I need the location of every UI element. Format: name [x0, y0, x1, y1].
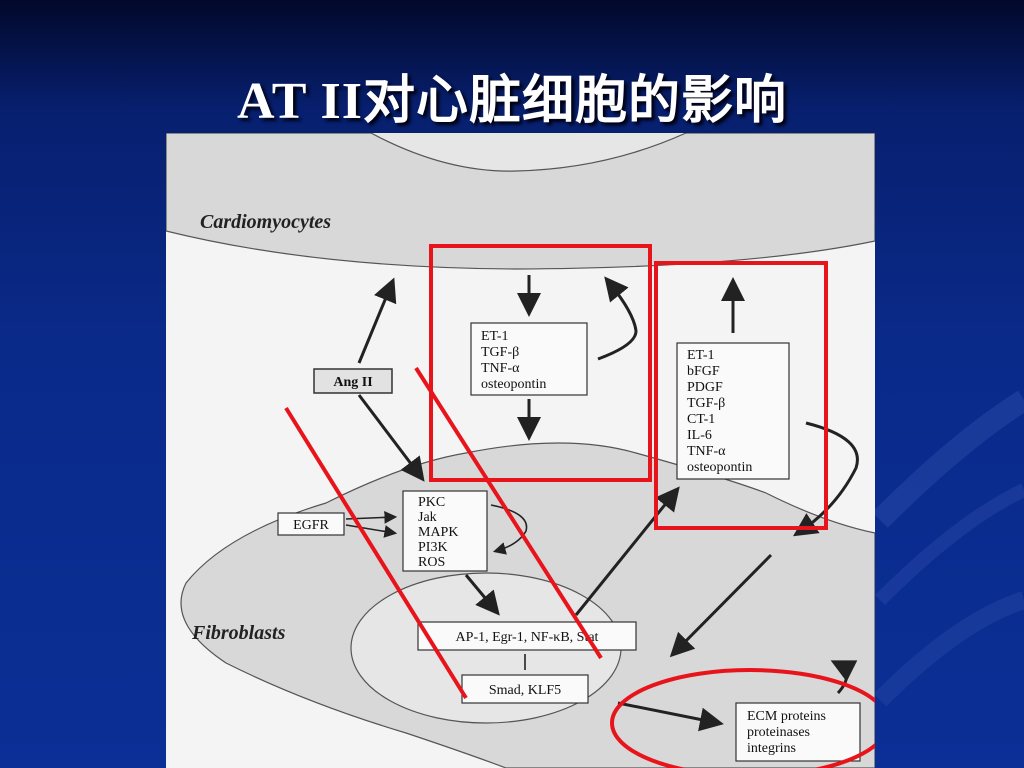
cardiac-cell-diagram: Cardiomyocytes Fibroblasts Ang II EGFR E…: [166, 133, 875, 768]
red-annotations: [284, 244, 875, 768]
egfr-label: EGFR: [293, 518, 329, 533]
cardiomyocytes-label: Cardiomyocytes: [200, 211, 331, 233]
strike-line-left: [284, 406, 468, 700]
autocrine-factor: TGF-β: [687, 396, 725, 411]
autocrine-factors-box: [676, 342, 790, 480]
arrow-to-ecm: [617, 701, 724, 732]
signaling-molecule: MAPK: [418, 525, 458, 540]
signaling-molecules-box: [402, 490, 488, 572]
arrow-ang-to-cardiomyocyte: [357, 277, 397, 364]
autocrine-factor: osteopontin: [687, 460, 752, 475]
transcription-factors-label: AP-1, Egr-1, NF-κB, Stat: [456, 630, 599, 645]
egfr-box: [277, 512, 345, 536]
ang-ii-label: Ang II: [333, 375, 372, 390]
arrow-signaling-to-transcription: [464, 574, 500, 616]
ecm-box: [735, 702, 861, 762]
autocrine-factor: PDGF: [687, 380, 723, 395]
autocrine-factor: CT-1: [687, 412, 715, 427]
slide-title: AT II对心脏细胞的影响: [237, 73, 787, 130]
arrow-to-nucleus: [669, 553, 773, 658]
ecm-item: integrins: [747, 741, 796, 756]
signaling-molecule: PKC: [418, 495, 445, 510]
fibroblasts-label: Fibroblasts: [191, 622, 286, 644]
strike-line-right: [414, 366, 603, 660]
paracrine-factor: ET-1: [481, 329, 508, 344]
signaling-molecule: Jak: [418, 510, 437, 525]
arrow-transcription-to-autocrine: [574, 486, 680, 616]
highlight-box-autocrine: [654, 261, 828, 530]
arrow-egfr-to-signaling-2: [345, 524, 398, 538]
signaling-molecule: PI3K: [418, 540, 448, 555]
arrow-autocrine-curve-down: [792, 421, 859, 537]
arrow-paracrine-curve-up: [597, 276, 638, 361]
autocrine-factor: TNF-α: [687, 444, 726, 459]
arrow-ang-to-signaling: [357, 394, 425, 482]
highlight-circle-ecm: [610, 668, 875, 768]
paracrine-factor: TNF-α: [481, 361, 520, 376]
paracrine-factor: osteopontin: [481, 377, 546, 392]
paracrine-factors-box: [470, 322, 588, 396]
ecm-item: proteinases: [747, 725, 810, 740]
smad-klf5-label: Smad, KLF5: [489, 683, 561, 698]
highlight-box-paracrine: [429, 244, 652, 482]
ecm-item: ECM proteins: [747, 709, 826, 724]
cardiomyocyte-cell: [166, 133, 875, 270]
arrow-signaling-loop: [490, 504, 528, 555]
ang-ii-box: [313, 368, 393, 394]
pathway-arrows: [345, 275, 859, 732]
transcription-factors-box: [417, 621, 637, 651]
signaling-molecule: ROS: [418, 555, 445, 570]
cardiomyocyte-nucleus-outline: [370, 133, 687, 172]
arrow-ecm-curve-up: [830, 660, 858, 695]
autocrine-factor: ET-1: [687, 348, 714, 363]
paracrine-factor: TGF-β: [481, 345, 519, 360]
autocrine-factor: IL-6: [687, 428, 712, 443]
autocrine-factor: bFGF: [687, 364, 720, 379]
